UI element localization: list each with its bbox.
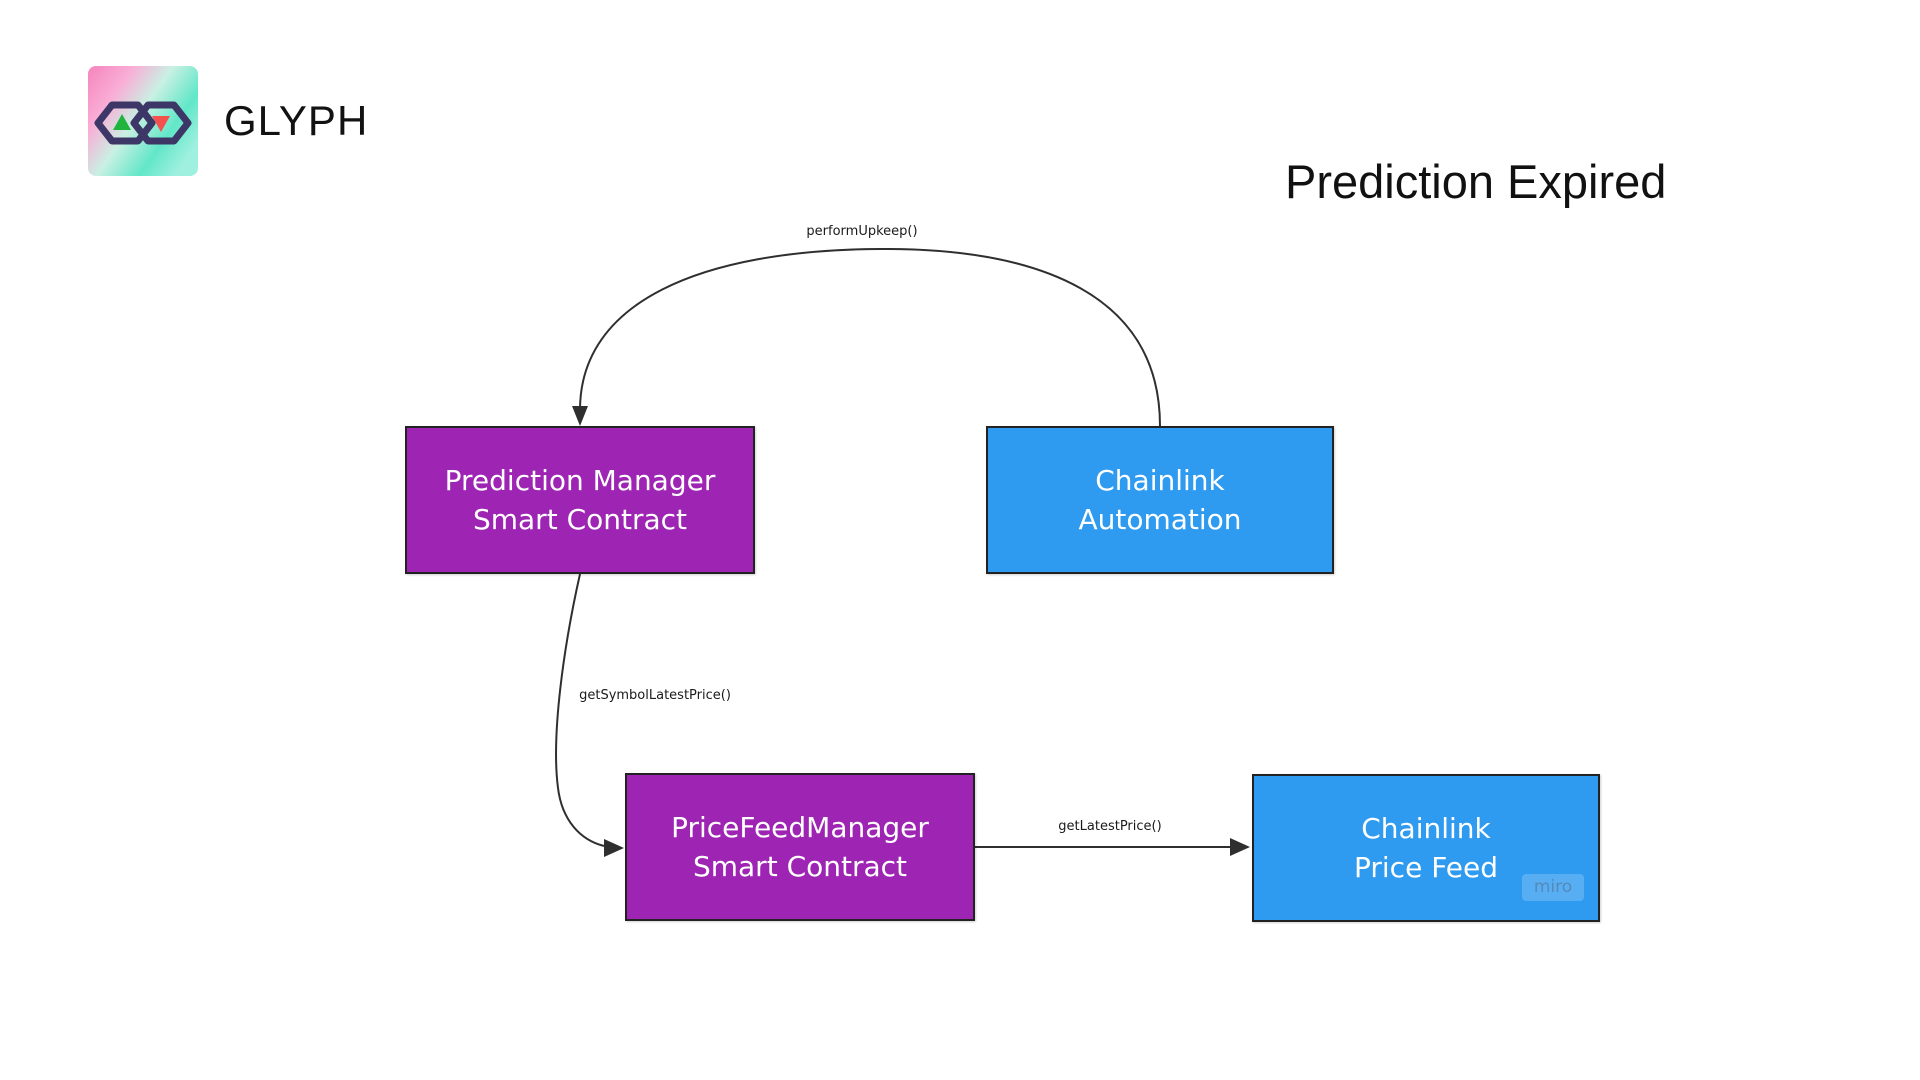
node-chainlink-price-feed[interactable]: Chainlink Price Feed miro: [1252, 774, 1600, 922]
node-label-line: Price Feed: [1353, 851, 1498, 884]
node-label-line: Chainlink: [1361, 812, 1491, 845]
brand-name: GLYPH: [224, 97, 369, 144]
edge-get-symbol-latest-price[interactable]: [555, 573, 624, 857]
hexagon-goggles-icon: [88, 66, 198, 176]
miro-watermark: miro: [1522, 874, 1584, 901]
down-triangle-icon: [152, 116, 170, 132]
brand-logo: [88, 66, 198, 176]
node-label-line: Chainlink: [1095, 464, 1225, 497]
edge-label-get-symbol-latest-price[interactable]: getSymbolLatestPrice(): [579, 688, 731, 703]
node-prediction-manager[interactable]: Prediction Manager Smart Contract: [405, 426, 755, 574]
node-chainlink-automation[interactable]: Chainlink Automation: [986, 426, 1334, 574]
edge-perform-upkeep[interactable]: [572, 247, 1161, 427]
brand: GLYPH: [88, 66, 368, 176]
node-label-line: Prediction Manager: [444, 464, 716, 497]
edge-label-get-latest-price[interactable]: getLatestPrice(): [1058, 819, 1162, 834]
node-label-line: Smart Contract: [692, 850, 908, 883]
node-label-line: Smart Contract: [472, 503, 688, 536]
edge-label-perform-upkeep[interactable]: performUpkeep(): [806, 224, 918, 239]
up-triangle-icon: [113, 114, 131, 130]
edge-get-latest-price[interactable]: [975, 838, 1250, 856]
node-label-line: PriceFeedManager: [671, 811, 929, 844]
page-title[interactable]: Prediction Expired: [1285, 155, 1667, 208]
node-label-line: Automation: [1078, 503, 1242, 536]
node-pricefeed-manager[interactable]: PriceFeedManager Smart Contract: [625, 773, 975, 921]
